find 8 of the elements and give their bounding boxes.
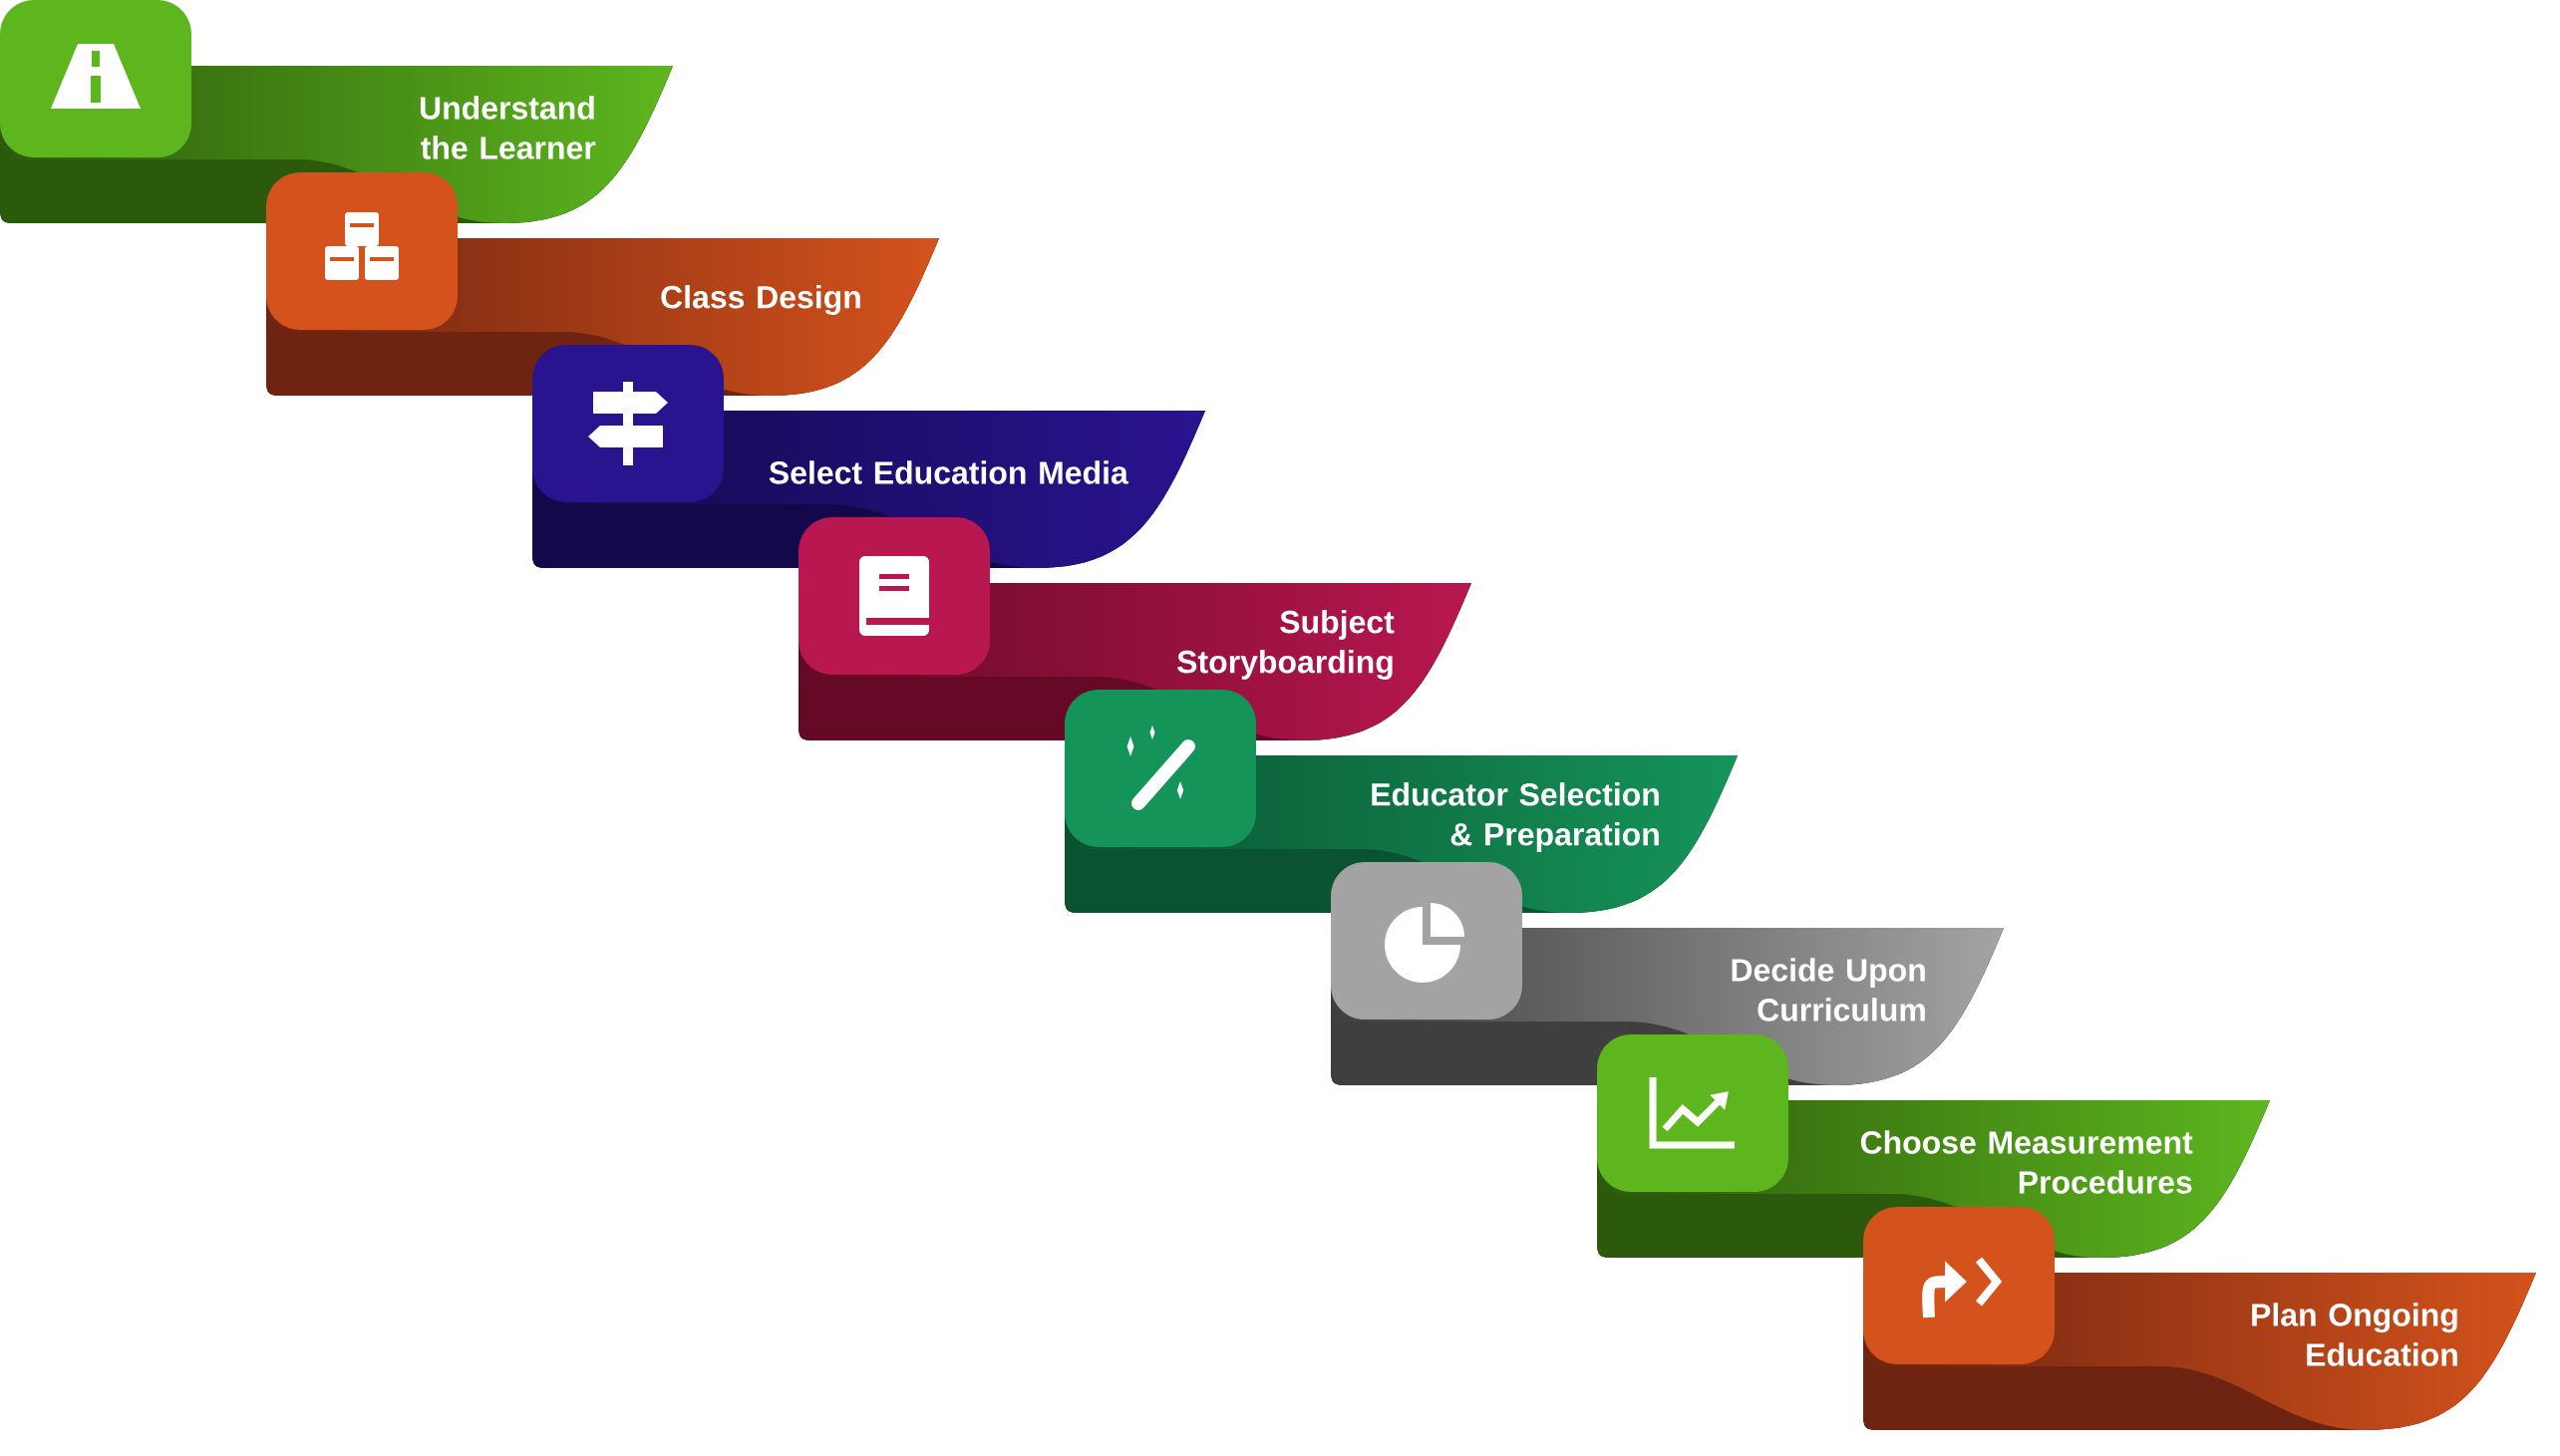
step-ribbon: Class Design: [266, 172, 939, 396]
step-ribbon: Select Education Media: [532, 345, 1205, 568]
step-ribbon: Choose Measurement Procedures: [1597, 1034, 2270, 1258]
step-ribbon: Decide Upon Curriculum: [1331, 862, 2004, 1085]
step-ribbon: Understand the Learner: [0, 0, 673, 223]
step-ribbon: Educator Selection & Preparation: [1065, 690, 1738, 913]
step-ribbon: Subject Storyboarding: [799, 517, 1471, 740]
step-ribbon: Plan Ongoing Education: [1863, 1207, 2536, 1430]
